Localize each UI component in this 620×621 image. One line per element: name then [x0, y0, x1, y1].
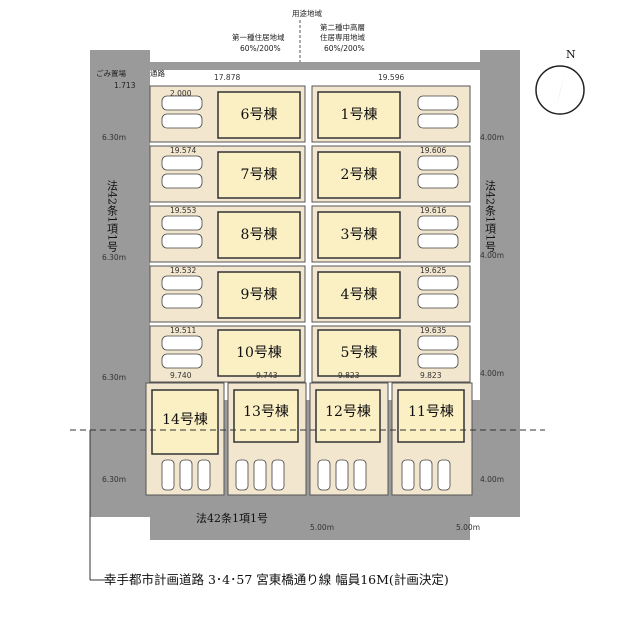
dim-wa-2: 6.30m: [102, 253, 126, 262]
parking: [161, 95, 459, 491]
dim-wb-3: 4.00m: [480, 369, 504, 378]
dim-r3-right: 19.625: [420, 266, 446, 275]
lot-12[interactable]: 12号棟: [325, 404, 371, 420]
dim-top-left: 17.878: [214, 73, 240, 82]
buildings: [217, 91, 401, 377]
passage-label: 通路: [150, 68, 165, 78]
bottom-road-label: 法42条1項1号: [196, 511, 268, 525]
lot-13[interactable]: 13号棟: [243, 404, 289, 420]
dim-b1: 9.740: [170, 371, 192, 380]
lot-7[interactable]: 7号棟: [241, 167, 278, 183]
bottom-road: [150, 500, 470, 540]
dim-b3: 9.823: [338, 371, 360, 380]
dim-wb-4: 4.00m: [480, 475, 504, 484]
lot-5[interactable]: 5号棟: [341, 345, 378, 361]
garbage-label: ごみ置場: [96, 68, 126, 78]
lot-10[interactable]: 10号棟: [236, 345, 282, 361]
dim-wb-2: 4.00m: [480, 251, 504, 260]
side-road-left: 法42条1項1号: [106, 179, 119, 253]
north-label: N: [566, 48, 576, 61]
main-road-label: 幸手都市計画道路 3･4･57 宮東橋通り線 幅員16M(計画決定): [104, 572, 449, 587]
lot-2[interactable]: 2号棟: [341, 167, 378, 183]
lot-8[interactable]: 8号棟: [241, 227, 278, 243]
dim-wa-4: 6.30m: [102, 475, 126, 484]
dim-r1-right: 19.606: [420, 146, 446, 155]
zone-left-line1: 第一種住居地域: [232, 32, 285, 42]
dim-r2-left: 19.553: [170, 206, 196, 215]
dim-r1-left: 19.574: [170, 146, 196, 155]
lot-6[interactable]: 6号棟: [241, 107, 278, 123]
lot-3[interactable]: 3号棟: [341, 227, 378, 243]
dim-wc-1: 5.00m: [310, 523, 334, 532]
dim-wa-1: 6.30m: [102, 133, 126, 142]
dim-b2: 9.743: [256, 371, 278, 380]
zone-right-line2: 住居専用地域: [320, 32, 365, 42]
dim-corner: 2.000: [170, 89, 192, 98]
lot-1[interactable]: 1号棟: [341, 107, 378, 123]
lot-14[interactable]: 14号棟: [162, 412, 208, 428]
dim-top-right: 19.596: [378, 73, 404, 82]
zone-right-line3: 60%/200%: [324, 44, 365, 53]
garbage-dim: 1.713: [114, 81, 136, 90]
lot-11[interactable]: 11号棟: [408, 404, 454, 420]
zone-left-line2: 60%/200%: [240, 44, 281, 53]
side-road-right: 法42条1項1号: [484, 179, 497, 253]
zone-right-line1: 第二種中高層: [320, 22, 365, 32]
dim-r4-right: 19.635: [420, 326, 446, 335]
dim-r4-left: 19.511: [170, 326, 196, 335]
north-compass-icon: N: [535, 48, 585, 115]
lot-9[interactable]: 9号棟: [241, 287, 278, 303]
zoning-title: 用途地域: [292, 8, 322, 18]
dim-wc-2: 5.00m: [456, 523, 480, 532]
dim-r2-right: 19.616: [420, 206, 446, 215]
dim-b4: 9.823: [420, 371, 442, 380]
dim-r3-left: 19.532: [170, 266, 196, 275]
dim-wb-1: 4.00m: [480, 133, 504, 142]
lot-4[interactable]: 4号棟: [341, 287, 378, 303]
dim-wa-3: 6.30m: [102, 373, 126, 382]
